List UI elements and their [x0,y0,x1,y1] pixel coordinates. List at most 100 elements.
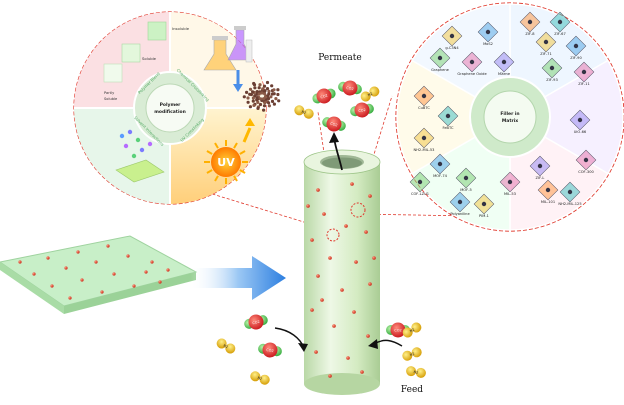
insoluble-label: Insoluble [172,26,190,31]
material-label: FeBTC [442,126,454,130]
svg-text:CO2: CO2 [358,108,366,113]
filler-dot [314,350,318,354]
permeate-arrow [329,132,343,171]
filler-dot [112,272,116,276]
filler-dot [320,298,324,302]
material-item: UiO-66 [569,109,591,134]
filler-dot [352,310,356,314]
svg-text:CO2: CO2 [346,86,354,91]
filler-dot [126,254,130,258]
filler-dot [350,182,354,186]
material-item: COF-LZU1 [409,171,431,196]
filler-dot [328,374,332,378]
filler-center-title-1: Filler in [500,111,519,117]
filler-dot [158,280,162,284]
material-item: g-C3N4 [441,25,463,50]
material-label: g-C3N4 [445,46,459,50]
partly-soluble-label-2: Soluble [104,97,118,101]
material-item: Polyaniline [449,191,470,216]
flat-membrane [0,235,198,314]
n2-molecule: N2 [292,103,316,121]
n2-molecule: N2 [400,345,424,363]
filler-dot [46,256,50,260]
material-label: ZIF-67 [554,32,565,36]
partly-soluble-label-1: Partly [104,91,115,95]
material-item: COF-300 [575,149,597,174]
material-item: ZIF-93 [541,57,563,82]
filler-dot [360,370,364,374]
material-item: MOF-74 [429,153,451,178]
solvent-interaction-icon [115,129,165,183]
filler-dot [316,274,320,278]
material-label: COF-300 [578,170,594,174]
material-label: NH2-MIL-125 [558,202,581,206]
polymer-center-title-1: Polymer [160,102,182,108]
filler-dot [68,296,72,300]
material-item: MoS2 [477,21,499,46]
co2-molecule: CO2 [256,340,284,360]
material-label: MoS2 [483,42,493,46]
filler-dot [94,260,98,264]
transform-arrow [190,256,286,300]
filler-dot [100,290,104,294]
filler-dot [106,244,110,248]
filler-dot [18,260,22,264]
filler-dot [364,230,368,234]
filler-dot [132,284,136,288]
material-item: Graphene Oxide [457,51,487,76]
material-label: Polyaniline [450,212,470,216]
co2-molecule: CO2 [242,311,270,333]
co2-molecule: CO2 [320,113,348,135]
n2-molecule: N2 [248,369,272,387]
material-item: MXene [493,51,515,76]
filler-dot [368,194,372,198]
material-label: ZIF-90 [570,56,582,60]
polymer-center-title-2: modification [154,109,186,115]
co2-molecule: CO2 [348,100,376,120]
material-label: CuBTC [418,106,430,110]
filler-center-title-2: Matrix [502,118,518,124]
svg-text:N2: N2 [301,110,307,115]
filler-dot [310,238,314,242]
svg-text:N2: N2 [409,352,415,357]
material-item: MIL-53 [499,171,521,196]
svg-text:N2: N2 [257,376,263,381]
filler-dot [166,268,170,272]
filler-dot [332,324,336,328]
co2-molecule: CO2 [336,78,364,98]
co2-molecule: CO2 [310,84,338,108]
material-item: ZIF-L [529,155,551,180]
svg-text:CO2: CO2 [394,329,401,333]
uv-text: UV [217,156,235,169]
filler-dot [366,334,370,338]
n2-molecule: N2 [405,365,427,379]
material-label: MIL-53 [504,192,516,196]
svg-text:CO2: CO2 [320,93,328,99]
zoom-marker-left [326,228,340,242]
permeate-label: Permeate [318,53,361,63]
filler-dot [322,212,326,216]
filler-dot [32,272,36,276]
material-label: ZIF-8 [525,32,535,36]
material-label: ZIF-93 [546,78,557,82]
co2-molecule: CO2 [386,322,410,338]
svg-text:CO2: CO2 [252,320,260,326]
material-label: Graphene Oxide [457,72,487,76]
material-item: Graphene [429,47,451,72]
svg-text:N2: N2 [413,370,418,375]
filler-dot [150,260,154,264]
solubility-blocks: Insoluble Soluble Partly Soluble [103,21,190,101]
material-item: MOF-5 [455,167,477,192]
filler-dot [306,204,310,208]
material-item: ZIF-71 [535,31,557,56]
n2-molecule: N2 [214,336,238,356]
material-item: CuBTC [413,85,435,110]
uv-sun-icon: UV [204,118,255,184]
material-item: NH2-MIL-125 [558,181,582,206]
material-label: MIL-101 [541,200,555,204]
material-item: ZIF-11 [573,61,595,86]
material-label: COF-LZU1 [411,192,429,196]
